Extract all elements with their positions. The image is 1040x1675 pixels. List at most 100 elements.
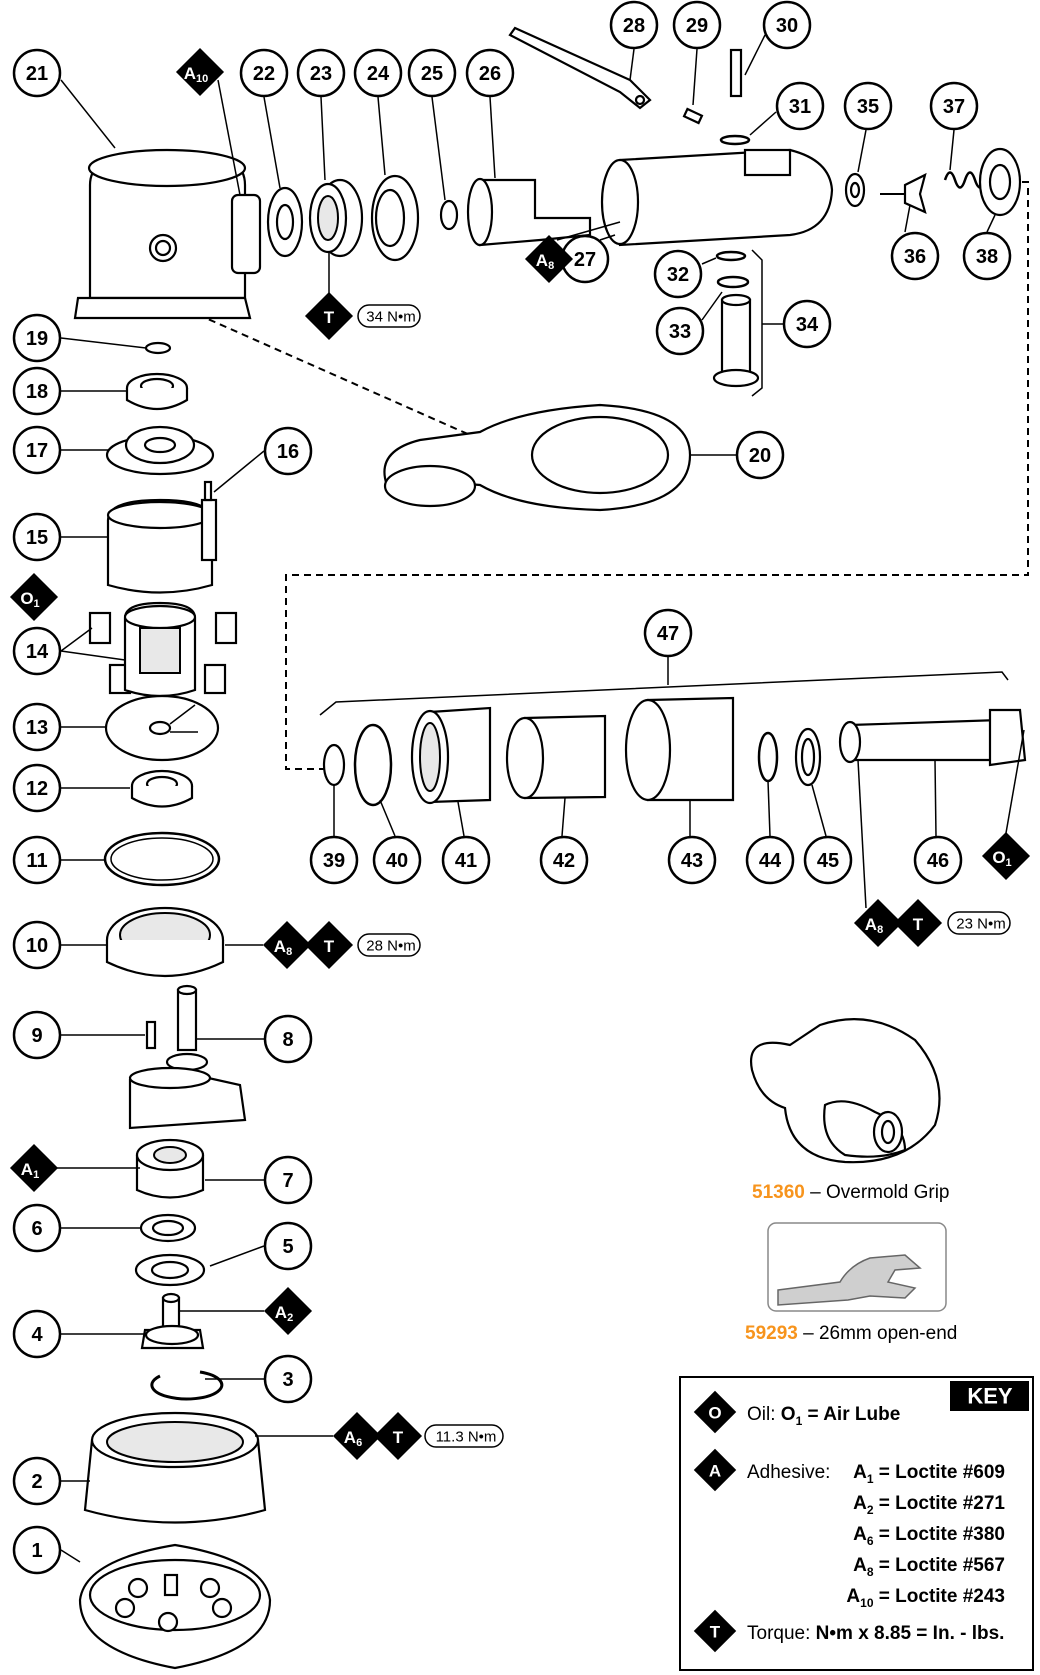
part-25-oring <box>439 199 459 231</box>
badge-a8: A8 <box>853 898 903 948</box>
callout-6: 6 <box>12 1203 62 1253</box>
callout-39: 39 <box>309 835 359 885</box>
callout-13: 13 <box>12 702 62 752</box>
callout-20: 20 <box>735 430 785 480</box>
svg-text:A8: A8 <box>865 915 883 937</box>
callout-number: 29 <box>686 15 708 37</box>
callout-22: 22 <box>239 48 289 98</box>
part-44-oring <box>757 731 779 783</box>
callout-28: 28 <box>609 0 659 50</box>
part-8-spindle <box>128 984 247 1130</box>
svg-text:A8: A8 <box>274 937 292 959</box>
part-23-nut <box>308 178 364 258</box>
key-adhesive-item: A8 = Loctite #567 <box>853 1555 1005 1579</box>
accessory-wrench: 59293 – 26mm open-end <box>745 1222 957 1344</box>
leader-lines <box>55 34 1025 1563</box>
badge-t: T <box>304 291 354 341</box>
callout-number: 23 <box>310 63 332 85</box>
part-26-valve-body <box>466 177 592 247</box>
part-10-ring-nut <box>105 906 225 978</box>
callout-32: 32 <box>653 249 703 299</box>
part-32-oring <box>715 250 747 262</box>
part-20-gasket <box>383 403 692 512</box>
callout-26: 26 <box>465 48 515 98</box>
callout-number: 33 <box>669 321 691 343</box>
callout-number: 19 <box>26 328 48 350</box>
callout-number: 1 <box>31 1540 42 1562</box>
svg-text:A1: A1 <box>21 1160 39 1182</box>
callout-29: 29 <box>672 0 722 50</box>
key-torque-badge: T <box>710 1623 721 1642</box>
callout-number: 46 <box>927 850 949 872</box>
svg-text:34 N•m: 34 N•m <box>366 309 415 326</box>
callout-number: 12 <box>26 778 48 800</box>
callout-17: 17 <box>12 425 62 475</box>
callout-number: 32 <box>667 264 689 286</box>
part-39-ring <box>322 743 346 787</box>
part-41-sleeve <box>410 706 492 805</box>
svg-text:A2: A2 <box>275 1303 293 1325</box>
torque-value: 28 N•m <box>357 933 421 957</box>
callout-number: 47 <box>657 623 679 645</box>
torque-value: 34 N•m <box>357 304 421 328</box>
part-29-pin <box>682 107 704 125</box>
callout-34: 34 <box>782 299 832 349</box>
part-45-washer <box>794 727 822 787</box>
callout-number: 20 <box>749 445 771 467</box>
grip-part-code: 51360 <box>752 1182 805 1203</box>
torque-value: 23 N•m <box>947 911 1011 935</box>
badge-a8: A8 <box>262 920 312 970</box>
callout-number: 21 <box>26 63 48 85</box>
callout-number: 15 <box>26 527 48 549</box>
svg-text:28 N•m: 28 N•m <box>366 938 415 955</box>
callout-number: 44 <box>759 850 782 872</box>
svg-text:51360 – Overmold Grip: 51360 – Overmold Grip <box>752 1182 950 1203</box>
callout-number: 8 <box>282 1029 293 1051</box>
part-19-ring <box>144 341 172 355</box>
callout-number: 3 <box>282 1369 293 1391</box>
callout-44: 44 <box>745 835 795 885</box>
callout-number: 39 <box>323 850 345 872</box>
part-12-bearing <box>130 769 194 808</box>
part-22-washer <box>266 186 304 258</box>
part-27-handle <box>600 148 834 247</box>
callout-23: 23 <box>296 48 346 98</box>
key-legend: KEY O Oil: O1 = Air Lube A Adhesive: A1 … <box>679 1376 1034 1671</box>
callout-number: 16 <box>277 441 299 463</box>
part-5-washer <box>134 1253 206 1287</box>
key-torque-row: T Torque: N•m x 8.85 = In. - lbs. <box>693 1609 1004 1653</box>
svg-text:23 N•m: 23 N•m <box>956 916 1005 933</box>
part-17-plate <box>105 425 215 476</box>
callout-25: 25 <box>407 48 457 98</box>
callout-number: 6 <box>31 1218 42 1240</box>
callout-number: 17 <box>26 440 48 462</box>
part-47-bracket <box>319 655 1009 716</box>
key-adhesive-badge: A <box>709 1462 721 1481</box>
badge-a10: A10 <box>175 47 225 97</box>
svg-text:59293 – 26mm open-end: 59293 – 26mm open-end <box>745 1323 957 1344</box>
callout-15: 15 <box>12 512 62 562</box>
svg-text:T: T <box>393 1428 404 1447</box>
svg-text:A10: A10 <box>184 64 209 86</box>
badge-o1: O1 <box>9 572 59 622</box>
torque-value: 11.3 N•m <box>424 1424 504 1448</box>
badge-a6: A6 <box>332 1411 382 1461</box>
callout-number: 5 <box>282 1236 293 1258</box>
part-1-pad <box>78 1543 272 1670</box>
callout-30: 30 <box>762 0 812 50</box>
callout-number: 31 <box>789 96 811 118</box>
key-adhesive-item: A6 = Loctite #380 <box>853 1524 1005 1548</box>
callout-number: 24 <box>367 63 390 85</box>
badge-o1: O1 <box>981 831 1031 881</box>
callout-31: 31 <box>775 81 825 131</box>
badge-t: T <box>893 898 943 948</box>
key-adhesive-item: A1 = Loctite #609 <box>853 1462 1005 1486</box>
callout-number: 43 <box>681 850 703 872</box>
callout-45: 45 <box>803 835 853 885</box>
key-title: KEY <box>967 1384 1013 1409</box>
part-6-washer <box>139 1213 197 1243</box>
callout-4: 4 <box>12 1309 62 1359</box>
dashed-connectors <box>164 181 1029 770</box>
